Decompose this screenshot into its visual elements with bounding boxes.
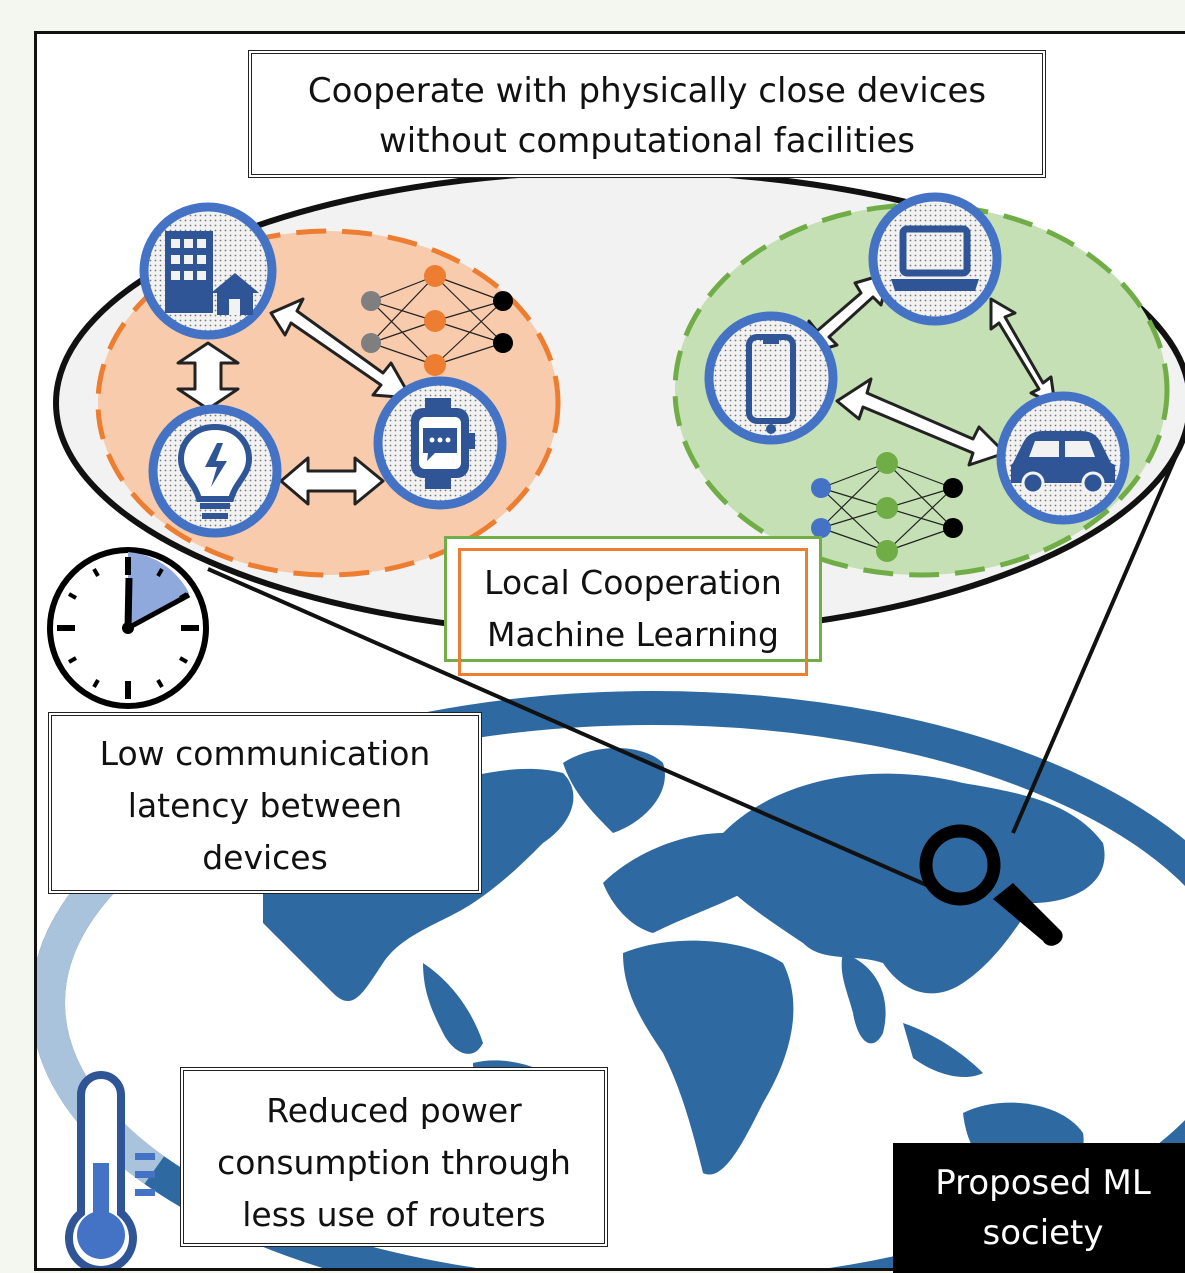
latency-label-line3: devices <box>202 838 328 877</box>
smartwatch-icon <box>373 376 507 510</box>
smartphone-icon <box>704 311 838 445</box>
proposed-line2: society <box>982 1213 1104 1253</box>
car-icon <box>996 391 1130 525</box>
latency-label: Low communication latency between device… <box>48 712 482 894</box>
zoom-lines <box>207 432 1185 889</box>
local-cooperation-label: Local Cooperation Machine Learning <box>458 548 808 676</box>
neural-network-icon <box>361 265 513 376</box>
local-cooperation-outer-frame <box>444 536 822 662</box>
clock-icon <box>47 547 209 709</box>
neural-network-icon <box>811 452 963 562</box>
cooperate-label-line1: Cooperate with physically close devices <box>307 71 987 111</box>
proposed-ml-society-label: Proposed ML society <box>893 1143 1185 1273</box>
local-cooperation-line2: Machine Learning <box>487 615 779 654</box>
power-label-line1: Reduced power <box>266 1091 522 1130</box>
cooperate-label: Cooperate with physically close devices … <box>248 50 1046 178</box>
power-label-line2: consumption through <box>217 1143 571 1182</box>
arrows-right <box>801 271 1057 467</box>
lightbulb-icon <box>148 404 282 538</box>
laptop-icon <box>868 192 1002 326</box>
magnifier-icon <box>919 824 1063 946</box>
proposed-line1: Proposed ML <box>935 1163 1151 1203</box>
cooperate-label-line2: without computational facilities <box>379 121 915 161</box>
power-label: Reduced power consumption through less u… <box>180 1067 608 1247</box>
arrows-left <box>176 297 413 506</box>
latency-label-line2: latency between <box>127 786 403 825</box>
thermometer-icon <box>65 1071 155 1268</box>
latency-label-line1: Low communication <box>99 734 431 773</box>
local-cooperation-line1: Local Cooperation <box>484 563 782 602</box>
power-label-line3: less use of routers <box>242 1195 546 1234</box>
buildings-house-icon <box>139 202 277 340</box>
